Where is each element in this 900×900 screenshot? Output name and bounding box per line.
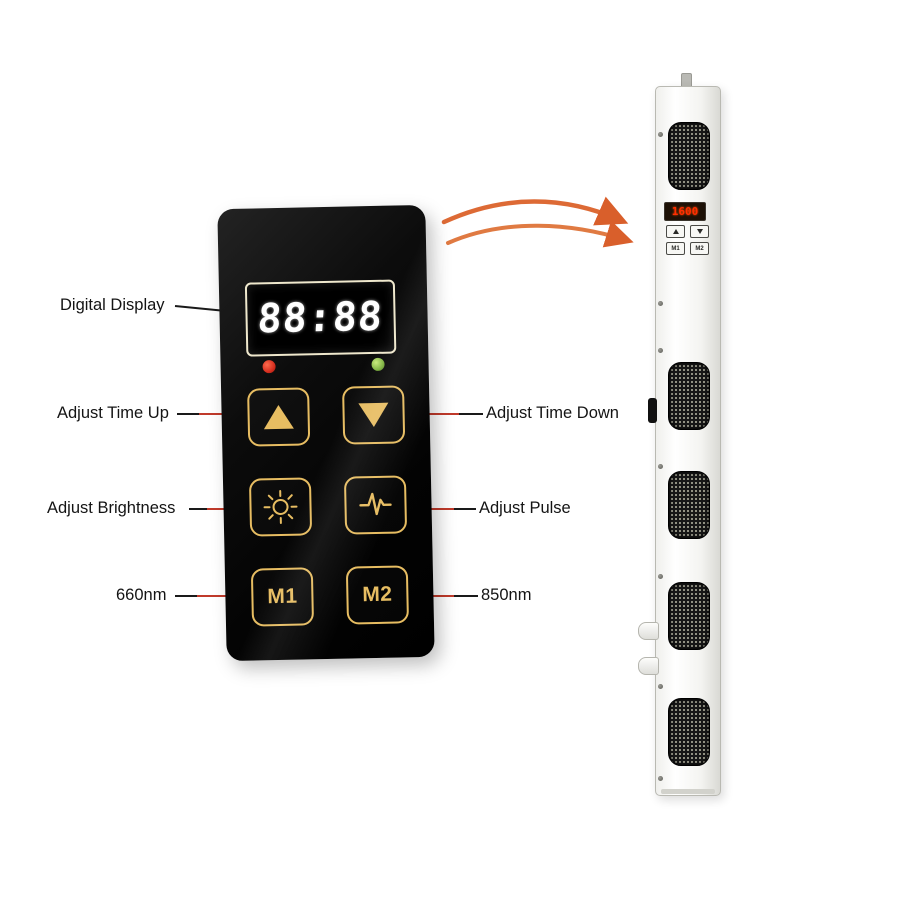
screw-icon [658, 574, 663, 579]
device-up-button [666, 225, 685, 238]
device-down-icon [696, 229, 703, 234]
device-down-button [690, 225, 709, 238]
label-adjust-brightness: Adjust Brightness [47, 499, 176, 517]
power-switch [648, 398, 657, 423]
control-panel: 88:88 M1 [217, 204, 435, 662]
device-up-icon [672, 229, 679, 234]
pulse-button [343, 475, 408, 535]
screw-icon [658, 684, 663, 689]
device-m1-label: M1 [671, 245, 680, 252]
device-m1-button: M1 [666, 242, 685, 255]
m1-label: M1 [267, 584, 298, 609]
time-up-button [247, 387, 311, 447]
label-digital-display: Digital Display [60, 296, 165, 314]
triangle-down-icon [358, 402, 389, 428]
sun-icon [263, 489, 298, 524]
device-control-cluster: 1600 M1 M2 [664, 202, 712, 278]
triangle-up-icon [263, 404, 294, 430]
digital-display: 88:88 [244, 279, 397, 357]
label-adjust-pulse: Adjust Pulse [479, 499, 571, 517]
led-grille-2 [668, 362, 710, 430]
pulse-waveform-icon [359, 492, 392, 516]
label-660nm: 660nm [116, 586, 167, 604]
led-grille-1 [668, 122, 710, 190]
device-m2-button: M2 [690, 242, 709, 255]
screw-icon [658, 301, 663, 306]
device-body [655, 86, 721, 796]
device-m2-label: M2 [695, 245, 704, 252]
device-display-digits: 1600 [671, 205, 699, 218]
mounting-peg-upper [638, 622, 659, 640]
time-down-button [342, 385, 406, 445]
screw-icon [658, 776, 663, 781]
screw-icon [658, 464, 663, 469]
swoosh-arrow-top [441, 196, 629, 226]
m2-label: M2 [362, 582, 393, 607]
mounting-peg-lower [638, 657, 659, 675]
green-indicator-led [371, 357, 385, 372]
label-850nm: 850nm [481, 586, 532, 604]
screw-icon [658, 348, 663, 353]
label-adjust-time-down: Adjust Time Down [486, 404, 619, 422]
led-grille-3 [668, 471, 710, 539]
screw-icon [658, 132, 663, 137]
led-grille-4 [668, 582, 710, 650]
device-arrow-buttons [666, 225, 712, 238]
led-panel-device: 1600 M1 M2 [638, 73, 721, 796]
m1-button: M1 [250, 567, 315, 627]
display-digits: 88:88 [256, 293, 385, 343]
m2-button: M2 [345, 565, 410, 625]
brightness-button [248, 477, 313, 537]
device-mode-buttons: M1 M2 [666, 242, 712, 255]
device-digital-display: 1600 [664, 202, 706, 221]
label-adjust-time-up: Adjust Time Up [57, 404, 169, 422]
led-grille-5 [668, 698, 710, 766]
red-indicator-led [262, 360, 276, 374]
swoosh-arrow-bottom [446, 220, 634, 248]
device-bottom-cap [661, 789, 715, 794]
